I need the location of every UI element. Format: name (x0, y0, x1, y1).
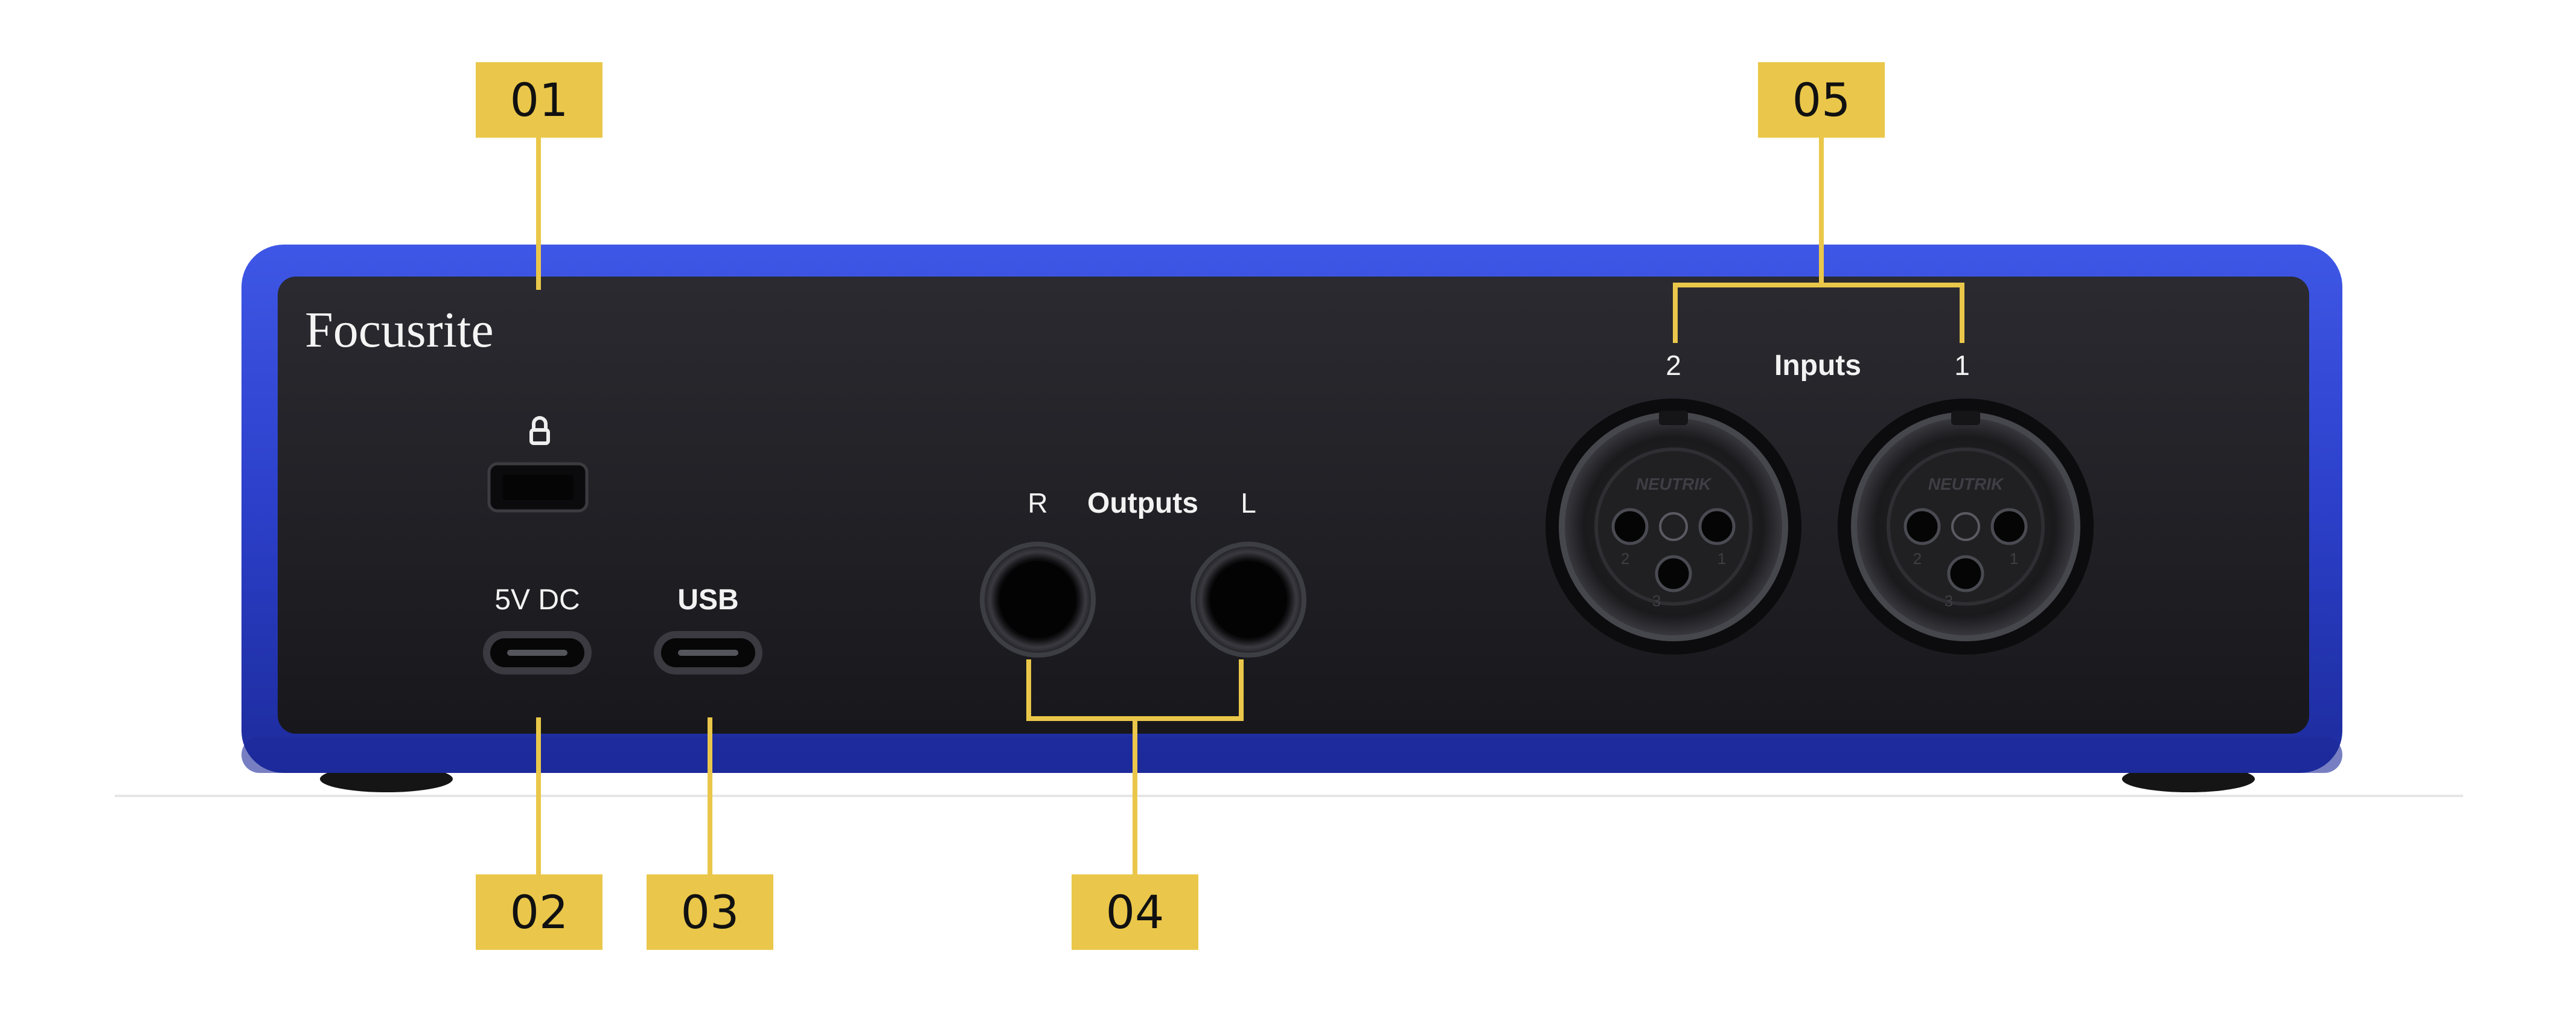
leader-05-bracket (1673, 283, 1964, 343)
callout-05: 05 (1758, 62, 1885, 138)
callout-04: 04 (1072, 874, 1198, 950)
usb-port (654, 631, 762, 675)
kensington-lock-icon (529, 416, 550, 445)
xlr-2-brand: NEUTRIK (1635, 475, 1711, 493)
outputs-title: Outputs (1087, 487, 1198, 519)
rear-panel (278, 277, 2309, 734)
inputs-title: Inputs (1774, 350, 1861, 382)
xlr-input-2 (1545, 399, 1801, 655)
xlr-2-pin-3: 3 (1652, 592, 1661, 610)
xlr-input-1 (1838, 399, 2094, 655)
xlr-1-brand: NEUTRIK (1928, 475, 2004, 493)
output-jack-right (980, 542, 1096, 658)
brand-logo: Focusrite (305, 302, 494, 358)
xlr-1-pin-3: 3 (1944, 592, 1954, 610)
output-left-label: L (1241, 487, 1256, 519)
xlr-1-pin-2: 2 (1913, 550, 1922, 568)
usb-label: USB (677, 584, 739, 616)
leader-lines (536, 138, 1964, 874)
output-jack-left (1191, 542, 1306, 658)
input-2-label: 2 (1666, 350, 1681, 381)
callout-02: 02 (476, 874, 602, 950)
xlr-2-pin-2: 2 (1620, 550, 1630, 568)
power-port (483, 631, 592, 675)
input-1-label: 1 (1954, 350, 1970, 381)
xlr-2-pin-1: 1 (1717, 550, 1727, 568)
callout-03: 03 (647, 874, 773, 950)
output-right-label: R (1028, 487, 1048, 519)
xlr-1-pin-1: 1 (2009, 550, 2019, 568)
callout-01: 01 (476, 62, 602, 138)
power-label: 5V DC (494, 584, 580, 616)
